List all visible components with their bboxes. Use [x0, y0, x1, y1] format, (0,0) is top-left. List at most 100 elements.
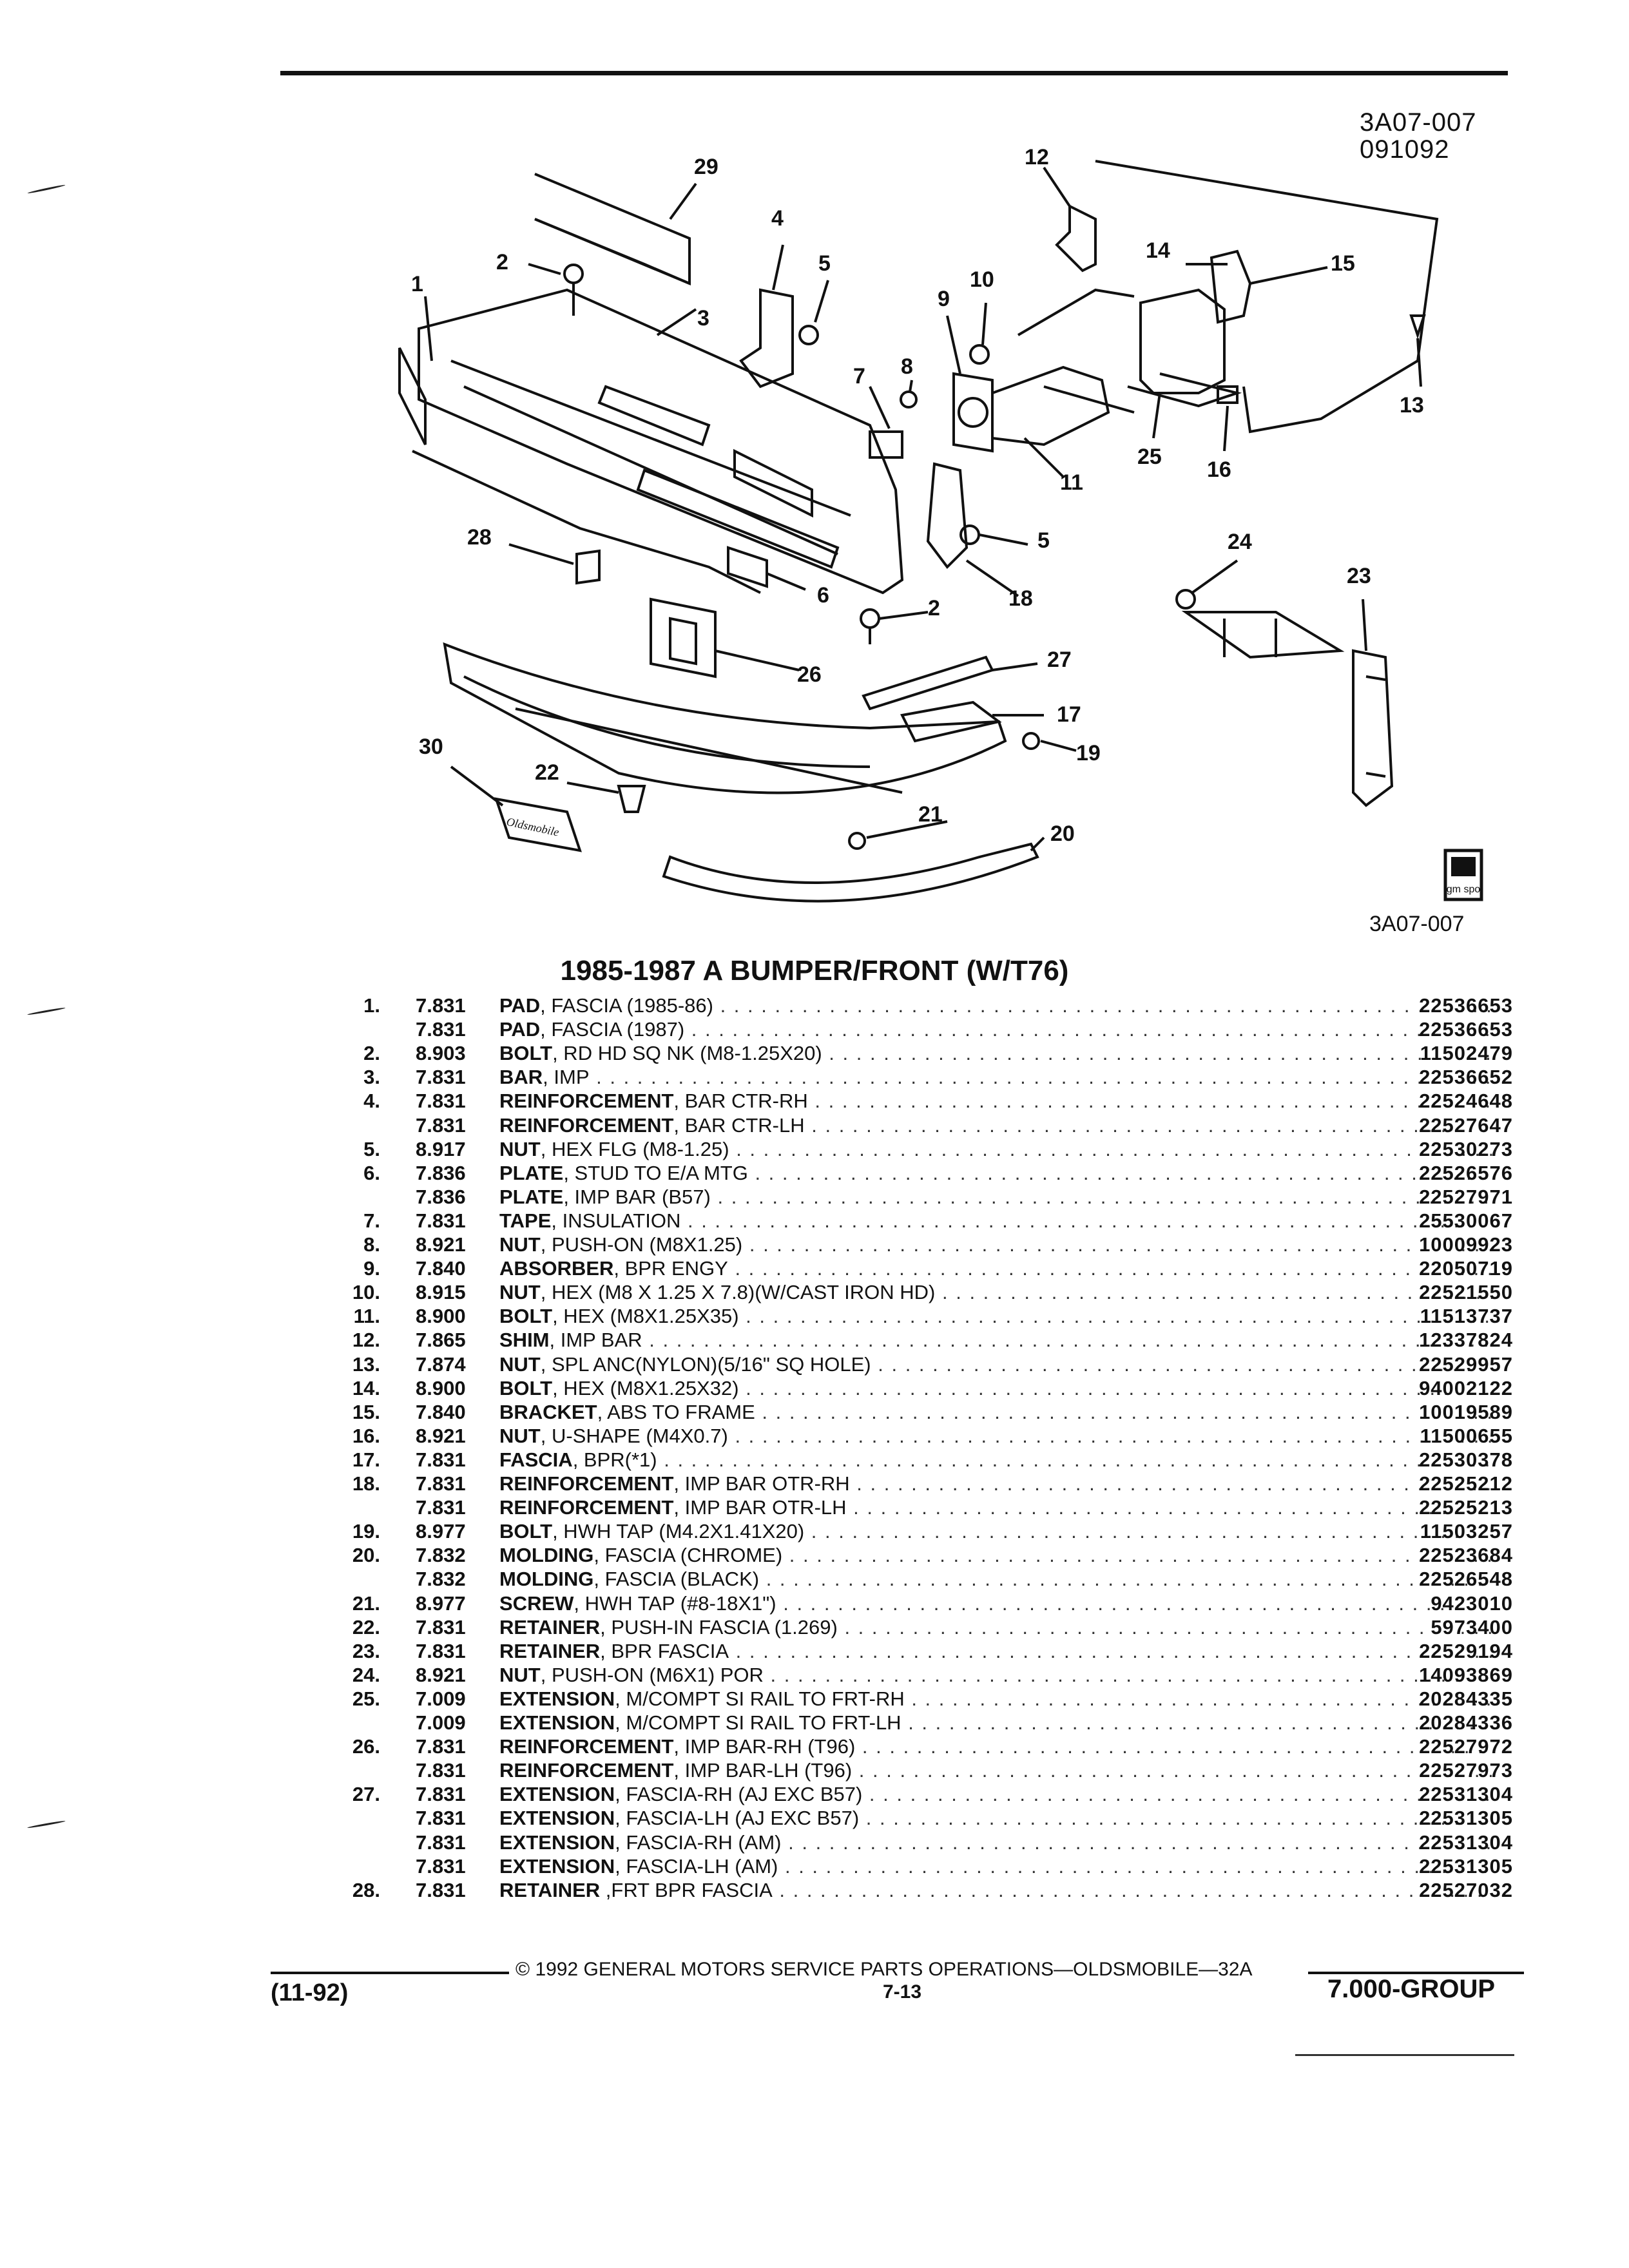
- leader-dots: . . . . . . . . . . . . . . . . . . . . …: [596, 1066, 1492, 1089]
- group-number: 7.836: [416, 1185, 466, 1208]
- part-detail: ,FRT BPR FASCIA: [600, 1878, 773, 1901]
- item-number: 14.: [352, 1376, 380, 1399]
- reference-date: 091092: [1360, 135, 1450, 164]
- part-detail: , PUSH-ON (M6X1) POR: [540, 1663, 764, 1686]
- part-description: NUT, PUSH-ON (M6X1) POR . . . . . . . . …: [499, 1663, 1492, 1687]
- footer-copyright: © 1992 GENERAL MOTORS SERVICE PARTS OPER…: [516, 1959, 1253, 1980]
- gm-spo-logo: gm spo: [1443, 849, 1483, 901]
- item-number: 5.: [363, 1137, 380, 1160]
- group-number: 7.831: [416, 1018, 466, 1041]
- leader-dots: . . . . . . . . . . . . . . . . . . . . …: [942, 1281, 1492, 1304]
- part-detail: , BPR ENGY: [613, 1257, 728, 1280]
- part-detail: , BPR(*1): [572, 1448, 657, 1471]
- part-description: NUT, HEX (M8 X 1.25 X 7.8)(W/CAST IRON H…: [499, 1280, 1492, 1304]
- part-description: REINFORCEMENT, IMP BAR-LH (T96) . . . . …: [499, 1758, 1492, 1782]
- item-number: 21.: [352, 1591, 380, 1615]
- part-number: 25530067: [1419, 1209, 1513, 1232]
- callout-16: 16: [1207, 457, 1231, 482]
- part-description: BAR, IMP . . . . . . . . . . . . . . . .…: [499, 1065, 1492, 1089]
- item-number: 10.: [352, 1281, 380, 1304]
- group-number: 7.831: [416, 1878, 466, 1901]
- callout-18: 18: [1008, 586, 1033, 611]
- part-number: 11513737: [1420, 1305, 1513, 1328]
- group-number: 7.831: [416, 1472, 466, 1495]
- part-number: 22531305: [1419, 1854, 1513, 1878]
- part-name: NUT: [499, 1137, 541, 1160]
- item-number: 18.: [352, 1472, 380, 1495]
- part-detail: , FASCIA (1985-86): [540, 994, 713, 1017]
- part-name: BRACKET: [499, 1400, 597, 1423]
- part-description: PLATE, STUD TO E/A MTG . . . . . . . . .…: [499, 1161, 1492, 1185]
- footer-rule-right: [1308, 1972, 1524, 1974]
- group-number: 7.840: [416, 1400, 466, 1423]
- leader-dots: . . . . . . . . . . . . . . . . . . . . …: [755, 1161, 1492, 1184]
- part-description: NUT, U-SHAPE (M4X0.7) . . . . . . . . . …: [499, 1424, 1492, 1448]
- item-number: 12.: [352, 1329, 380, 1352]
- part-detail: , INSULATION: [551, 1209, 681, 1232]
- part-description: EXTENSION, M/COMPT SI RAIL TO FRT-RH . .…: [499, 1687, 1492, 1711]
- leader-dots: . . . . . . . . . . . . . . . . . . . . …: [815, 1090, 1492, 1113]
- part-number: 22529957: [1419, 1352, 1513, 1376]
- part-description: EXTENSION, FASCIA-RH (AM) . . . . . . . …: [499, 1831, 1492, 1854]
- item-number: 7.: [363, 1209, 380, 1232]
- part-detail: , M/COMPT SI RAIL TO FRT-RH: [615, 1687, 905, 1710]
- callout-2: 2: [496, 250, 508, 274]
- group-number: 8.977: [416, 1520, 466, 1543]
- part-detail: , ABS TO FRAME: [597, 1400, 755, 1423]
- callout-27: 27: [1047, 648, 1072, 672]
- part-description: NUT, SPL ANC(NYLON)(5/16" SQ HOLE) . . .…: [499, 1352, 1492, 1376]
- leader-dots: . . . . . . . . . . . . . . . . . . . . …: [762, 1400, 1492, 1423]
- item-number: 28.: [352, 1878, 380, 1901]
- part-description: RETAINER, BPR FASCIA . . . . . . . . . .…: [499, 1639, 1492, 1663]
- leader-dots: . . . . . . . . . . . . . . . . . . . . …: [908, 1711, 1492, 1734]
- parts-diagram: 29 2 1 3 4 5 7 8 9 10 11 12 14 15 13 25 …: [398, 145, 1483, 936]
- part-detail: , FASCIA (BLACK): [593, 1568, 760, 1591]
- item-number: 26.: [352, 1735, 380, 1758]
- leader-dots: . . . . . . . . . . . . . . . . . . . . …: [735, 1639, 1492, 1662]
- callout-17: 17: [1057, 702, 1081, 727]
- part-name: EXTENSION: [499, 1807, 615, 1830]
- part-name: PAD: [499, 1018, 541, 1041]
- part-detail: , PUSH-IN FASCIA (1.269): [600, 1615, 838, 1639]
- part-detail: , IMP BAR OTR-RH: [673, 1472, 850, 1495]
- group-number: 8.921: [416, 1663, 466, 1686]
- leader-dots: . . . . . . . . . . . . . . . . . . . . …: [749, 1233, 1492, 1256]
- part-name: NUT: [499, 1424, 541, 1447]
- item-number: 20.: [352, 1544, 380, 1567]
- group-number: 7.840: [416, 1257, 466, 1280]
- leader-dots: . . . . . . . . . . . . . . . . . . . . …: [789, 1544, 1492, 1567]
- leader-dots: . . . . . . . . . . . . . . . . . . . . …: [853, 1496, 1492, 1519]
- part-number: 22536652: [1419, 1066, 1513, 1089]
- footer-page-number: 7-13: [883, 1981, 922, 2003]
- part-number: 94002122: [1419, 1376, 1513, 1399]
- part-description: EXTENSION, FASCIA-LH (AJ EXC B57) . . . …: [499, 1806, 1492, 1830]
- group-number: 7.831: [416, 1066, 466, 1089]
- leader-dots: . . . . . . . . . . . . . . . . . . . . …: [766, 1568, 1492, 1591]
- part-description: NUT, PUSH-ON (M8X1.25) . . . . . . . . .…: [499, 1233, 1492, 1256]
- part-name: BAR: [499, 1066, 543, 1089]
- group-number: 7.831: [416, 1496, 466, 1519]
- group-number: 7.009: [416, 1711, 466, 1734]
- part-number: 22527972: [1419, 1735, 1513, 1758]
- group-number: 7.832: [416, 1568, 466, 1591]
- bottom-rule: [1295, 2054, 1514, 2056]
- footer-group: 7.000-GROUP: [1327, 1975, 1496, 2003]
- part-detail: , HWH TAP (#8-18X1"): [574, 1591, 776, 1615]
- part-description: BOLT, HEX (M8X1.25X32) . . . . . . . . .…: [499, 1376, 1492, 1400]
- callout-11: 11: [1060, 470, 1083, 495]
- part-detail: , FASCIA (CHROME): [593, 1544, 783, 1567]
- part-description: EXTENSION, FASCIA-LH (AM) . . . . . . . …: [499, 1854, 1492, 1878]
- leader-dots: . . . . . . . . . . . . . . . . . . . . …: [865, 1807, 1492, 1830]
- part-description: RETAINER, PUSH-IN FASCIA (1.269) . . . .…: [499, 1615, 1492, 1639]
- part-number: 20284335: [1419, 1687, 1513, 1710]
- part-name: BOLT: [499, 1042, 553, 1065]
